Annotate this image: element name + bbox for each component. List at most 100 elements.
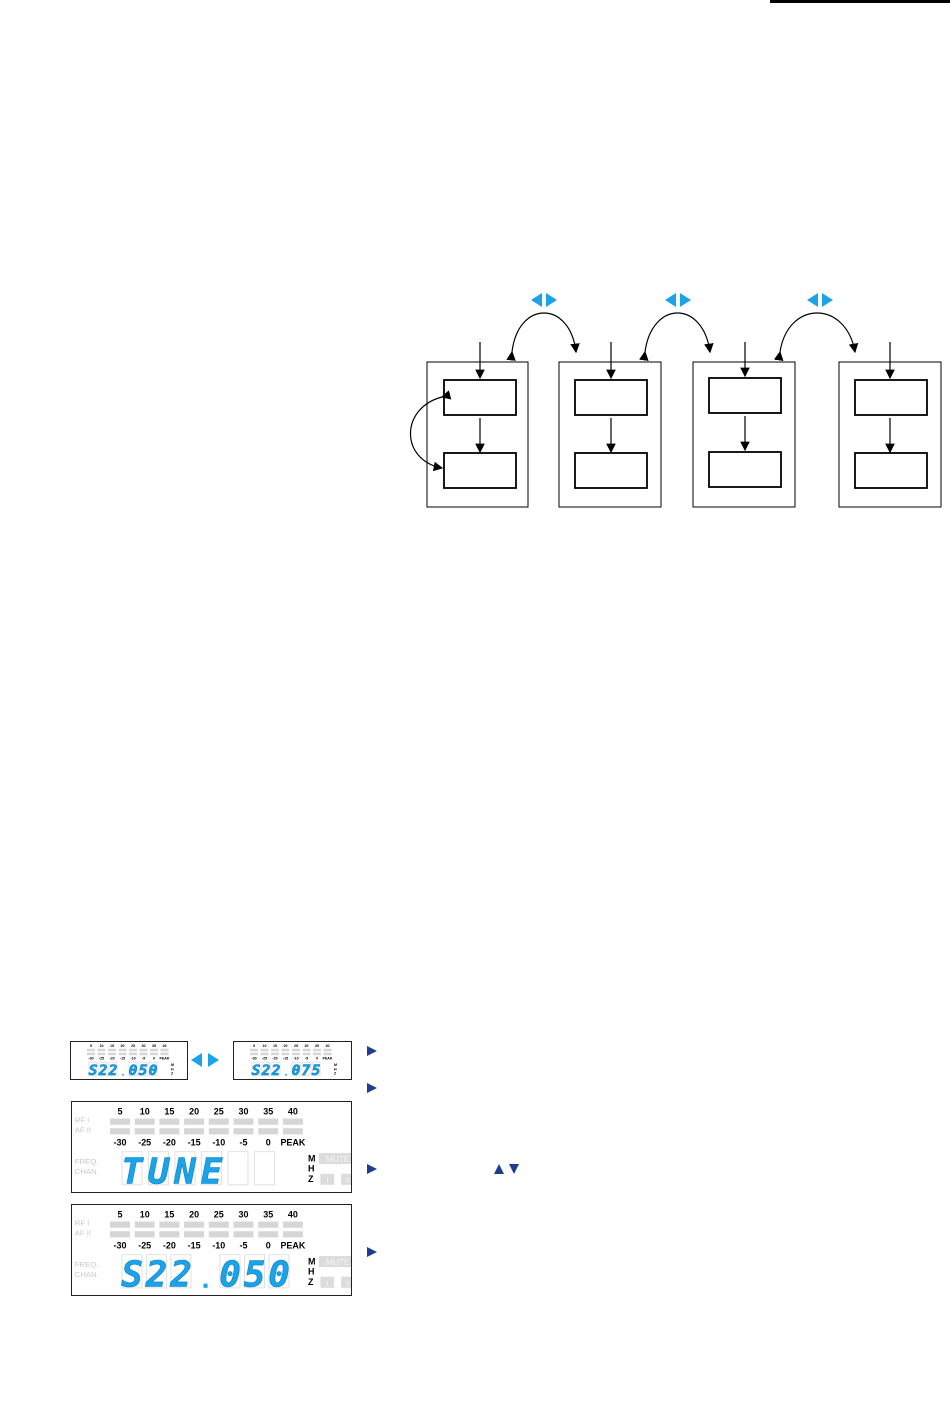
scale-top-label: 40: [288, 1209, 298, 1219]
meter-bar-af: [233, 1231, 254, 1238]
meter-bar-rf: [208, 1221, 229, 1228]
unit-mhz-letter: M: [308, 1256, 315, 1266]
diversity-indicator: [320, 1276, 335, 1288]
arrow-right-icon: [822, 293, 833, 307]
scale-top-label: 30: [304, 1044, 308, 1048]
meter-bar-rf: [292, 1048, 300, 1052]
diversity-label: I: [326, 1176, 328, 1185]
lcd-character: S: [89, 1062, 98, 1079]
lcd-segment-cell: [174, 1151, 196, 1186]
play-bullet-icon: [367, 1083, 377, 1093]
scale-top-label: 25: [214, 1106, 224, 1116]
meter-bar-rf: [139, 1048, 148, 1052]
meter-bar-af: [302, 1052, 311, 1056]
lcd-segment-cell: [121, 1254, 143, 1289]
scale-top-label: 15: [164, 1209, 174, 1219]
play-bullet-icon: [367, 1247, 377, 1257]
scale-top-label: 25: [131, 1044, 135, 1048]
row-label: CHAN.: [75, 1270, 99, 1279]
meter-bar-rf: [271, 1048, 279, 1052]
scale-bottom-label: -5: [305, 1057, 308, 1061]
meter-bar-rf: [184, 1221, 205, 1228]
meter-bar-rf: [118, 1048, 127, 1052]
scale-top-label: 10: [140, 1209, 150, 1219]
scale-bottom-label: -10: [212, 1137, 225, 1147]
scale-top-label: 35: [263, 1209, 273, 1219]
meter-bar-af: [184, 1231, 205, 1238]
meter-bar-af: [323, 1052, 332, 1056]
lcd-segment-cell: [128, 1061, 138, 1077]
menu-box-lower: [854, 452, 928, 489]
arrow-right-icon: [680, 293, 691, 307]
scale-top-label: 40: [325, 1044, 329, 1048]
meter-bar-af: [208, 1128, 229, 1135]
meter-bar-af: [134, 1128, 155, 1135]
meter-bar-af: [108, 1052, 116, 1056]
scale-top-label: 15: [273, 1044, 277, 1048]
triangle-down-icon: [509, 1164, 519, 1174]
scale-bottom-label: PEAK: [280, 1240, 305, 1250]
scale-top-label: 35: [315, 1044, 319, 1048]
meter-bar-rf: [150, 1048, 158, 1052]
lcd-segment-cell: [244, 1254, 265, 1289]
scale-top-label: 20: [189, 1209, 199, 1219]
connector-arc-3: [773, 312, 859, 362]
meter-bar-rf: [260, 1048, 269, 1052]
lcd-character: 5: [312, 1062, 321, 1079]
meter-bar-rf: [233, 1118, 254, 1125]
scale-bottom-label: -20: [163, 1137, 176, 1147]
row-label: FREQ.: [75, 1260, 99, 1269]
meter-bar-rf: [281, 1048, 290, 1052]
scale-bottom-label: -15: [188, 1240, 201, 1250]
menu-box-upper: [708, 377, 782, 414]
meter-bar-af: [97, 1052, 106, 1056]
lcd-segment-cell: [201, 1151, 222, 1186]
triangle-up-icon: [494, 1164, 504, 1174]
menu-box-lower: [574, 452, 648, 489]
nav-arrows-2: [665, 293, 691, 307]
meter-bar-rf: [282, 1118, 303, 1125]
arrow-left-icon: [531, 293, 542, 307]
unit-mhz-letter: H: [171, 1067, 174, 1071]
lcd-character: 0: [268, 1254, 290, 1295]
meter-bar-af: [313, 1052, 321, 1056]
scale-bottom-label: -20: [272, 1057, 277, 1061]
lcd-segment-cell: [88, 1061, 98, 1077]
scale-top-label: 5: [118, 1209, 123, 1219]
unit-mhz-letter: M: [171, 1063, 174, 1067]
scale-bottom-label: -30: [114, 1240, 127, 1250]
play-bullet-icon: [367, 1164, 377, 1174]
row-label: CHAN.: [75, 1167, 99, 1176]
meter-bar-af: [110, 1231, 130, 1238]
diversity-indicator: [341, 1276, 355, 1288]
meter-bar-af: [258, 1231, 279, 1238]
scale-bottom-label: 0: [153, 1057, 155, 1061]
meter-bar-af: [233, 1128, 254, 1135]
lcd-decimal-point: [122, 1073, 124, 1076]
meter-bar-af: [292, 1052, 300, 1056]
scale-top-label: 25: [294, 1044, 298, 1048]
unit-mhz-letter: M: [334, 1063, 337, 1067]
meter-bar-rf: [184, 1118, 205, 1125]
lcd-character: 0: [292, 1062, 301, 1079]
scale-bottom-label: -5: [240, 1137, 248, 1147]
scale-bottom-label: PEAK: [159, 1057, 169, 1061]
scale-top-label: 20: [120, 1044, 124, 1048]
scale-top-label: 10: [140, 1106, 150, 1116]
scale-bottom-label: 0: [266, 1240, 271, 1250]
scale-bottom-label: -20: [163, 1240, 176, 1250]
scale-bottom-label: -5: [240, 1240, 248, 1250]
scale-top-label: 35: [263, 1106, 273, 1116]
lcd-character: 5: [244, 1254, 266, 1295]
scale-bottom-label: -10: [212, 1240, 225, 1250]
scale-bottom-label: 0: [316, 1057, 318, 1061]
meter-bar-rf: [110, 1221, 130, 1228]
lcd-segment-cell: [121, 1151, 143, 1186]
row-label: RF I: [75, 1219, 90, 1228]
meter-bar-rf: [159, 1221, 180, 1228]
lcd-character: N: [173, 1151, 196, 1192]
unit-mhz-letter: H: [334, 1067, 337, 1071]
meter-bar-af: [282, 1128, 303, 1135]
lcd-segment-cell: [291, 1061, 301, 1077]
lcd-character: 7: [302, 1062, 311, 1079]
